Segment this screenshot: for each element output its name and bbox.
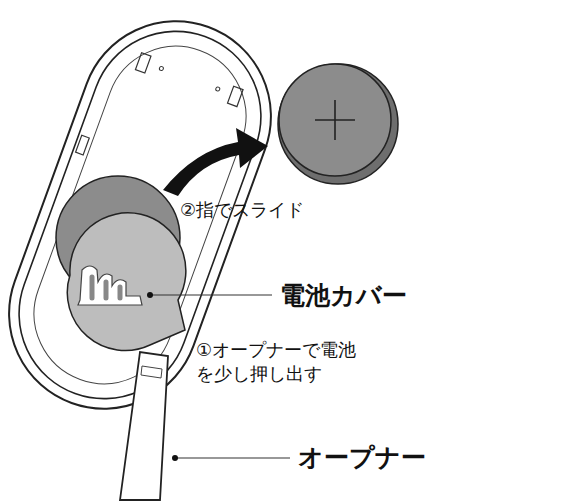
part-name: 電池カバー	[280, 279, 407, 313]
leader-line	[175, 457, 290, 458]
leader-dot	[172, 455, 178, 461]
leader-line	[150, 294, 272, 295]
fob-hole	[215, 86, 220, 91]
opener-tip	[141, 366, 162, 378]
opener-tool	[120, 352, 168, 500]
part-name: オープナー	[298, 441, 426, 475]
step-label: ①オープナーで電池 を少し押し出す	[196, 338, 372, 387]
fob-hole	[159, 66, 164, 71]
plus-symbol	[315, 100, 355, 140]
fob-clip	[135, 53, 151, 73]
fob-clip	[228, 86, 244, 106]
removed-battery	[279, 64, 391, 176]
slide-arrow	[163, 128, 268, 196]
cover-grip	[78, 266, 142, 305]
battery-edge	[278, 64, 398, 184]
fob-clip	[76, 135, 90, 155]
step-label: ②指でスライド	[180, 198, 304, 222]
grip-ridges	[92, 277, 120, 298]
battery-cover	[67, 213, 186, 351]
leader-dot	[147, 292, 153, 298]
